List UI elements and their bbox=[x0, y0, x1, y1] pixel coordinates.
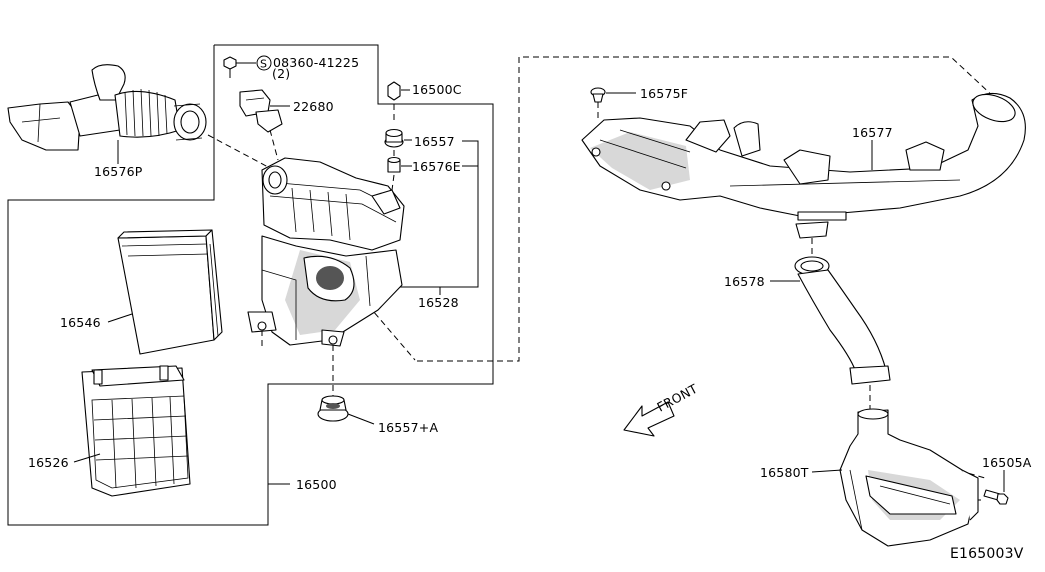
label-16557: 16557 bbox=[414, 134, 455, 149]
label-16557A: 16557+A bbox=[378, 420, 438, 435]
label-08360-41225: 08360-41225 bbox=[273, 55, 359, 70]
label-16500: 16500 bbox=[296, 477, 337, 492]
label-16576P: 16576P bbox=[94, 164, 143, 179]
collar-16576E-illustration bbox=[387, 156, 401, 173]
bolt-16505A-illustration bbox=[983, 489, 1009, 505]
nut-16500C-illustration bbox=[387, 81, 401, 101]
label-16577: 16577 bbox=[852, 125, 893, 140]
leader-16546 bbox=[107, 313, 133, 323]
leader-16557A bbox=[347, 413, 375, 425]
hose-16576P-illustration bbox=[7, 64, 207, 151]
front-label: FRONT bbox=[654, 381, 700, 415]
sensor-22680-illustration bbox=[239, 89, 283, 133]
leader-16526 bbox=[73, 453, 101, 463]
front-arrow-icon bbox=[623, 401, 675, 437]
screw-symbol-circle bbox=[256, 55, 272, 71]
resonator-16580T-illustration bbox=[839, 408, 979, 547]
label-16546: 16546 bbox=[60, 315, 101, 330]
label-16576E: 16576E bbox=[412, 159, 461, 174]
label-22680: 22680 bbox=[293, 99, 334, 114]
label-16528: 16528 bbox=[418, 295, 459, 310]
label-16580T: 16580T bbox=[760, 465, 809, 480]
duct-16577-illustration bbox=[581, 92, 1026, 221]
dashed-link-16576P bbox=[207, 134, 271, 169]
screw-symbol: S bbox=[260, 58, 267, 71]
filter-16546-illustration bbox=[117, 229, 223, 355]
lower-case-16526-illustration bbox=[81, 365, 191, 497]
bracket-16528 bbox=[400, 140, 479, 288]
label-16500C: 16500C bbox=[412, 82, 462, 97]
label-08360-qty: (2) bbox=[272, 66, 290, 81]
dashed-link-16576E bbox=[391, 174, 395, 191]
leader-16580T bbox=[811, 469, 843, 473]
grommet-16557-illustration bbox=[384, 128, 404, 148]
label-16575F: 16575F bbox=[640, 86, 688, 101]
label-16578: 16578 bbox=[724, 274, 765, 289]
label-16505A: 16505A bbox=[982, 455, 1032, 470]
diagram-id: E165003V bbox=[950, 546, 1024, 562]
grommet-16557A-illustration bbox=[317, 395, 349, 422]
clip-16575F-illustration bbox=[590, 87, 606, 103]
dashed-link-22680 bbox=[269, 129, 279, 161]
dashed-link-duct bbox=[417, 56, 996, 362]
screw-08360-illustration bbox=[223, 56, 237, 78]
hose-16578-illustration bbox=[794, 221, 891, 385]
air-cleaner-case-illustration bbox=[247, 157, 405, 347]
label-16526: 16526 bbox=[28, 455, 69, 470]
assembly-boundary bbox=[7, 44, 494, 526]
